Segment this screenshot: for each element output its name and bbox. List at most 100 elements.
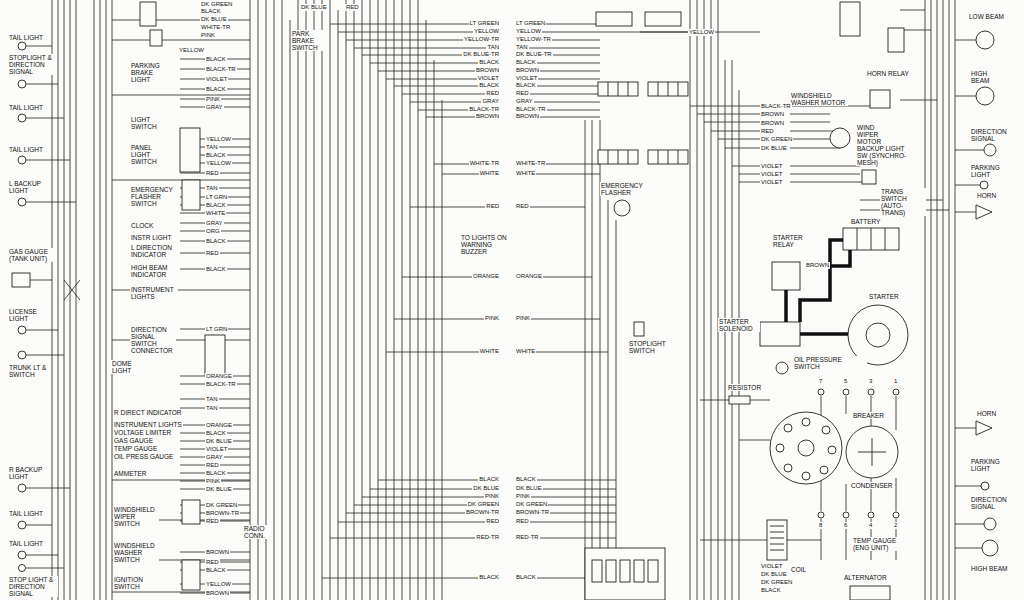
wire-color-label: BROWN-TR — [515, 509, 550, 516]
wire-color-label: TAN — [205, 396, 219, 403]
wire-color-label: BROWN — [760, 111, 785, 118]
wire-color-label: YELLOW — [205, 136, 232, 143]
wire-color-label: BROWN — [205, 590, 230, 597]
harness-leads-right — [515, 24, 616, 578]
wire-color-label: TAN — [205, 185, 219, 192]
component-label: STARTER — [868, 293, 900, 300]
wire-color-label: BROWN-TR — [205, 510, 240, 517]
wire-color-label: WHITE-TR — [515, 160, 546, 167]
component-label: HORN — [976, 410, 997, 417]
wire-color-label: ORG — [205, 228, 221, 235]
component-label: COIL — [790, 566, 807, 573]
wire-color-label: BLACK — [205, 266, 227, 273]
terminal-number: 2 — [893, 522, 898, 529]
component-label: PARKING BRAKE LIGHT — [130, 62, 172, 83]
wire-color-label: GRAY — [481, 98, 500, 105]
wire-color-label: VIOLET — [760, 563, 783, 570]
wire-color-label: BLACK — [205, 238, 227, 245]
component-label: PARKING LIGHT — [970, 164, 1016, 178]
battery-cables — [786, 240, 850, 334]
wire-color-label: PINK — [484, 315, 500, 322]
wire-color-label: VIOLET — [760, 171, 783, 178]
wire-color-label: DK BLUE — [200, 16, 228, 23]
component-label: GAS GAUGE (TANK UNIT) — [8, 248, 54, 262]
wire-color-label: BROWN — [205, 549, 230, 556]
wire-color-label: BLACK — [760, 587, 782, 594]
component-label: STOPLIGHT SWITCH — [628, 340, 674, 354]
wire-color-label: ORANGE — [472, 273, 500, 280]
wire-color-label: PINK — [205, 478, 221, 485]
wire-color-label: WHITE — [479, 348, 500, 355]
wire-color-label: RED — [515, 90, 530, 97]
component-label: HIGH BEAM INDICATOR — [130, 264, 174, 278]
component-label: R DIRECT INDICATOR — [113, 409, 183, 416]
wire-color-label: DK GREEN — [205, 502, 238, 509]
wire-color-label: PINK — [205, 96, 221, 103]
wire-color-label: BLACK — [205, 202, 227, 209]
terminal-number: 6 — [843, 522, 848, 529]
wire-color-label: BLACK — [478, 574, 500, 581]
component-label: DIRECTION SIGNAL SWITCH CONNECTOR — [130, 326, 176, 354]
wire-color-label: DK GREEN — [200, 1, 233, 8]
wire-color-label: BLACK — [515, 574, 537, 581]
wire-color-label: DK BLUE — [760, 571, 788, 578]
wire-color-label: VIOLET — [205, 446, 228, 453]
component-label: STOPLIGHT & DIRECTION SIGNAL — [8, 54, 54, 75]
wire-color-label: RED — [205, 250, 220, 257]
wire-color-label: GRAY — [205, 454, 224, 461]
component-label: PANEL LIGHT SWITCH — [130, 144, 170, 165]
component-label: PARK BRAKE SWITCH — [291, 30, 329, 51]
wire-color-label: VIOLET — [477, 75, 500, 82]
wire-color-label: BLACK — [205, 430, 227, 437]
wire-color-label: GRAY — [205, 104, 224, 111]
wire-color-label: ORANGE — [205, 422, 233, 429]
wire-color-label: BROWN-TR — [465, 509, 500, 516]
component-label: RESISTOR — [727, 384, 762, 391]
component-label: HIGH BEAM — [970, 70, 1008, 84]
wire-color-label: RED — [205, 462, 220, 469]
wire-color-label: DK BLUE — [205, 438, 233, 445]
component-label: DOME LIGHT — [111, 360, 135, 374]
wire-color-label: PINK — [484, 493, 500, 500]
wire-color-label: BLACK — [205, 567, 227, 574]
engine-harness — [585, 0, 760, 600]
component-label: DIRECTION SIGNAL — [970, 496, 1020, 510]
component-label: STARTER SOLENOID — [718, 318, 760, 332]
ignition-leads — [700, 396, 896, 560]
component-label: LOW BEAM — [968, 13, 1005, 20]
wire-color-label: TAN — [205, 144, 219, 151]
wire-color-label: BLACK — [515, 476, 537, 483]
component-label: TAIL LIGHT — [8, 146, 44, 153]
component-label: CLOCK — [130, 222, 154, 229]
wire-color-label: DK BLUE — [300, 4, 328, 11]
component-label: LIGHT SWITCH — [130, 116, 170, 130]
component-label: TRANS SWITCH (AUTO-TRANS) — [880, 188, 926, 216]
wire-color-label: WHITE-TR — [200, 24, 231, 31]
wire-color-label: BLACK — [478, 476, 500, 483]
component-label: OIL PRESSURE SWITCH — [793, 356, 867, 370]
wire-color-label: YELLOW — [178, 47, 205, 54]
wire-color-label: RED — [515, 518, 530, 525]
wire-color-label: BLACK — [205, 86, 227, 93]
wire-color-label: RED — [485, 518, 500, 525]
wire-color-label: BROWN — [475, 67, 500, 74]
component-label: LICENSE LIGHT — [8, 308, 50, 322]
wire-color-label: TAN — [205, 405, 219, 412]
component-label: PARKING LIGHT — [970, 458, 1016, 472]
wire-color-label: DK BLUE — [472, 485, 500, 492]
wire-color-label: DK BLUE — [205, 486, 233, 493]
wire-color-label: YELLOW-TR — [463, 36, 500, 43]
component-label: BACKUP LIGHT SW (SYNCHRO-MESH) — [856, 145, 916, 166]
wire-color-label: LT GRN — [205, 194, 228, 201]
component-label: TO LIGHTS ON WARNING BUZZER — [460, 234, 514, 255]
component-label: BREAKER — [852, 412, 885, 419]
component-label: WIND WIPER MOTOR — [856, 124, 894, 145]
wire-color-label: RED — [515, 203, 530, 210]
wire-color-label: BLACK — [205, 152, 227, 159]
wire-color-label: RED-TR — [515, 534, 540, 541]
terminal-number: 1 — [893, 378, 898, 385]
component-label: TRUNK LT & SWITCH — [8, 364, 50, 378]
wire-color-label: VIOLET — [205, 76, 228, 83]
component-label: L DIRECTION INDICATOR — [130, 244, 180, 258]
component-label: IGNITION SWITCH — [113, 576, 155, 590]
